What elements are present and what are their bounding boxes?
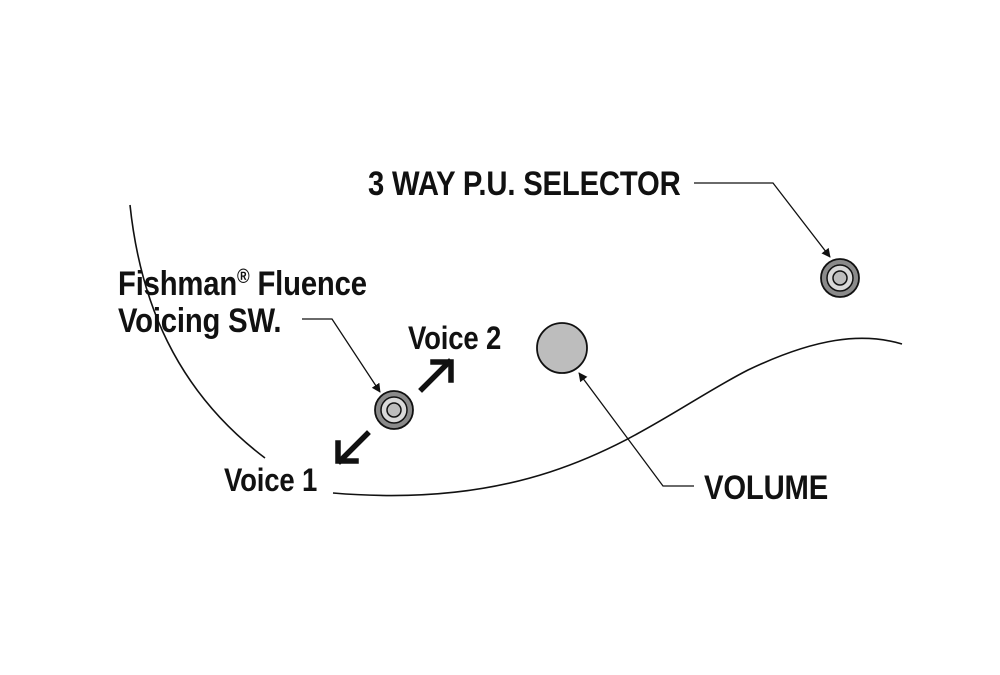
voice2-arrow-head: [430, 359, 454, 383]
voice1-arrow-shaft: [336, 430, 371, 465]
voice1-arrow-head: [335, 440, 359, 464]
body-outline-bottom-curve: [332, 337, 903, 497]
fishman-label: Fishman® Fluence: [118, 266, 367, 302]
voice2-arrow-shaft: [418, 358, 453, 393]
selector-switch-icon: [820, 258, 860, 298]
fishman-brand-text: Fishman: [118, 265, 238, 303]
registered-mark: ®: [237, 266, 250, 288]
voice-arrows-icon: [335, 358, 454, 465]
volume-knob-icon: [536, 322, 588, 374]
volume-label: VOLUME: [704, 469, 829, 507]
fishman-product-text: Fluence: [249, 265, 367, 303]
voicing-switch-icon: [374, 390, 414, 430]
voicing-sw-label: Voicing SW.: [118, 302, 282, 340]
selector-leader-line: [694, 182, 831, 258]
volume-leader-line: [578, 372, 694, 487]
selector-label: 3 WAY P.U. SELECTOR: [368, 165, 681, 203]
voicing-leader-line: [302, 318, 381, 393]
voice1-label: Voice 1: [224, 462, 318, 498]
voice2-label: Voice 2: [408, 320, 502, 356]
body-outline-left-curve: [129, 204, 266, 459]
